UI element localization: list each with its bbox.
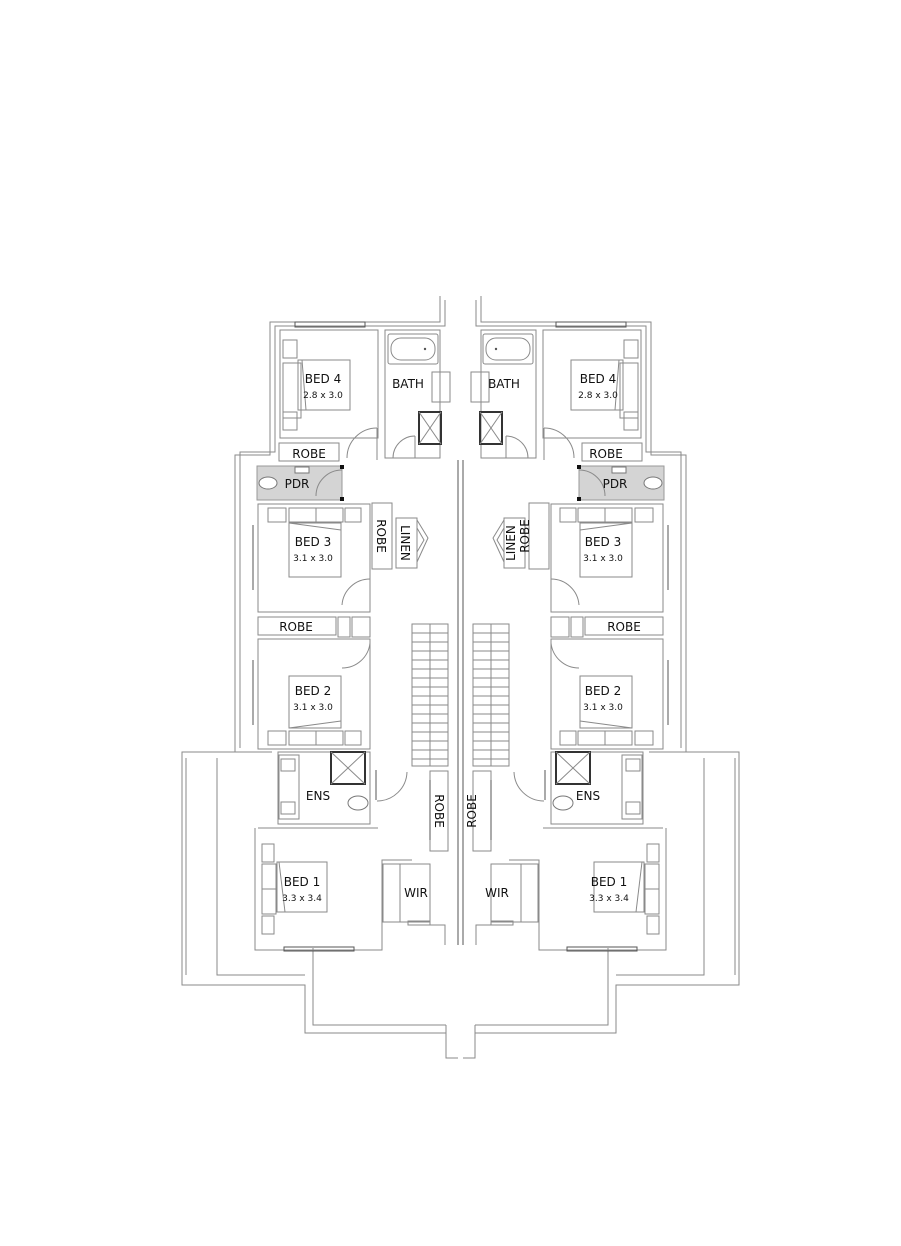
room-label-robe4: ROBE [589,447,623,461]
room-size-bed2: 3.1 x 3.0 [583,703,623,713]
room-size-bed2: 3.1 x 3.0 [293,703,333,713]
unit-right [462,295,740,1059]
labels-left: BED 4 2.8 x 3.0 BATH ROBE PDR BED 3 3.1 … [279,372,446,904]
room-size-bed3: 3.1 x 3.0 [293,554,333,564]
labels-right: BED 4 2.8 x 3.0 BATH ROBE PDR BED 3 3.1 … [465,372,641,904]
room-size-bed3: 3.1 x 3.0 [583,554,623,564]
room-label-robe3: ROBE [374,519,388,553]
room-size-bed1: 3.3 x 3.4 [589,894,629,904]
room-label-bath: BATH [488,377,520,391]
room-size-bed4: 2.8 x 3.0 [578,391,618,401]
unit-left [181,296,459,1059]
room-label-robe-hall: ROBE [465,794,479,828]
room-label-ens: ENS [306,789,330,803]
room-label-bed3: BED 3 [585,535,622,549]
room-label-bed2: BED 2 [585,684,622,698]
room-label-bed4: BED 4 [580,372,617,386]
room-label-bath: BATH [392,377,424,391]
room-label-robe-hall: ROBE [432,794,446,828]
room-label-wir: WIR [404,886,428,900]
room-label-robe2: ROBE [607,620,641,634]
room-label-ens: ENS [576,789,600,803]
room-label-pdr: PDR [285,477,310,491]
room-label-wir: WIR [485,886,509,900]
room-label-bed3: BED 3 [295,535,332,549]
room-label-bed2: BED 2 [295,684,332,698]
room-label-bed4: BED 4 [305,372,342,386]
stair-treads [412,624,448,766]
room-label-bed1: BED 1 [591,875,628,889]
room-size-bed4: 2.8 x 3.0 [303,391,343,401]
room-label-robe4: ROBE [292,447,326,461]
room-label-bed1: BED 1 [284,875,321,889]
room-label-pdr: PDR [603,477,628,491]
room-label-linen: LINEN [398,525,412,561]
room-label-robe3: ROBE [518,519,532,553]
room-size-bed1: 3.3 x 3.4 [282,894,322,904]
room-label-robe2: ROBE [279,620,313,634]
room-label-linen: LINEN [504,525,518,561]
